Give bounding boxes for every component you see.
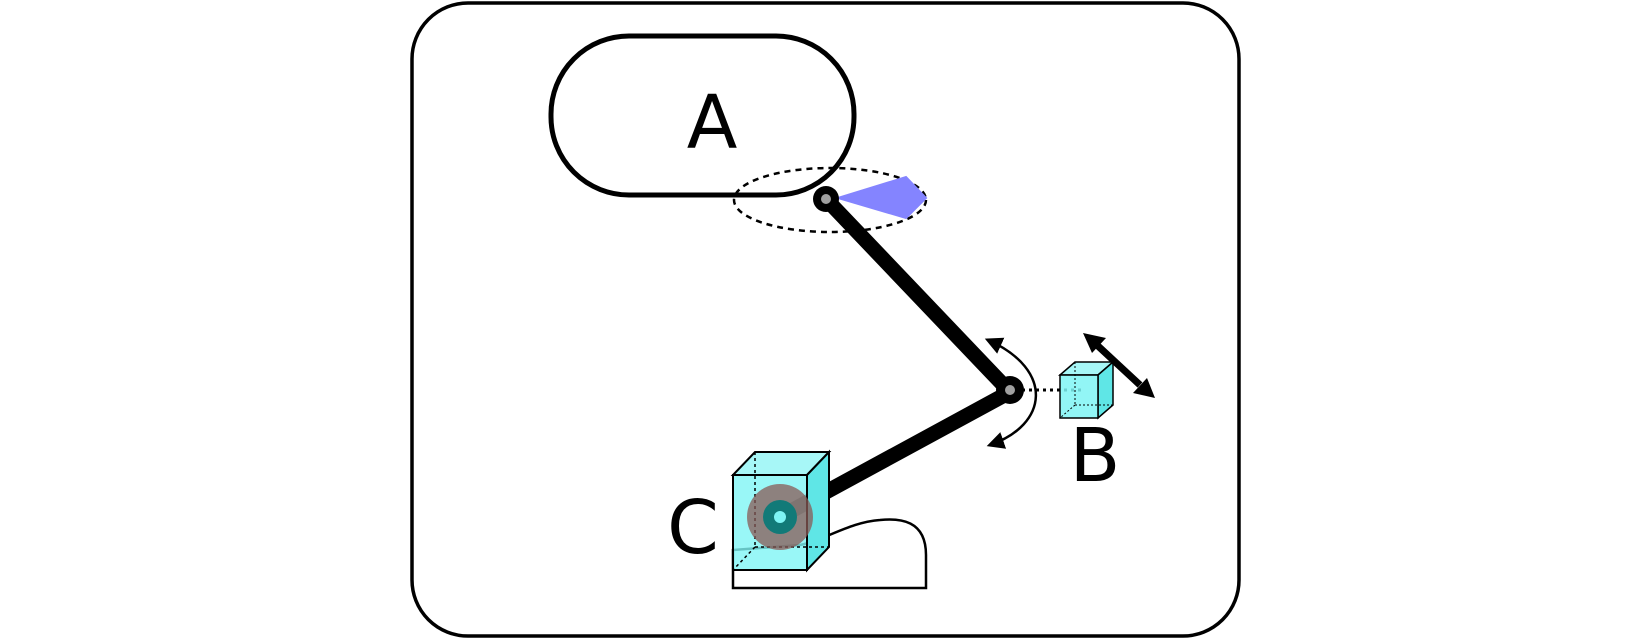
middle-pivot — [996, 376, 1024, 404]
label-a: A — [687, 80, 738, 166]
base-joint-center — [774, 511, 786, 523]
region-a: A — [548, 33, 857, 198]
top-pivot — [813, 186, 839, 212]
label-c: C — [667, 485, 719, 571]
cube-c — [730, 449, 832, 573]
straight-double-arrow-icon — [1083, 333, 1155, 398]
curved-double-arrow-icon — [984, 337, 1038, 449]
dashed-ellipse — [732, 166, 928, 234]
outer-frame — [410, 1, 1241, 638]
cube-b — [1057, 360, 1116, 420]
sweep-cone — [834, 175, 928, 220]
region-a-shape — [548, 33, 857, 198]
upper-link — [818, 191, 1018, 400]
label-b: B — [1070, 413, 1121, 499]
